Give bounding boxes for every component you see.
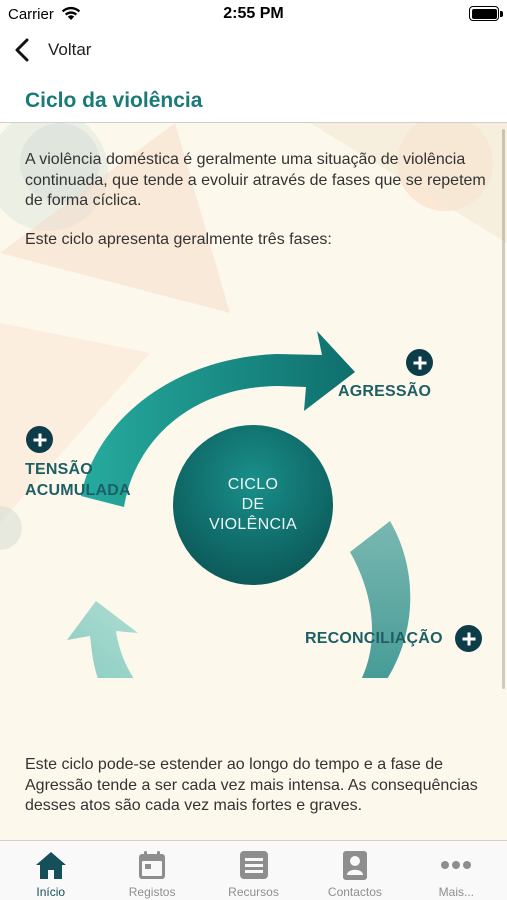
wifi-icon: [61, 6, 81, 20]
arrow-to-agressao: [81, 331, 355, 507]
status-time: 2:55 PM: [223, 5, 284, 22]
page-title: Ciclo da violência: [25, 89, 203, 112]
phase-label-acumulada[interactable]: ACUMULADA: [25, 482, 131, 499]
contact-card-icon: [342, 851, 367, 880]
back-button[interactable]: Voltar: [12, 36, 91, 64]
phase-label-agressao[interactable]: AGRESSÃO: [338, 383, 432, 400]
tab-label: Mais...: [438, 885, 474, 899]
arrow-to-tensao: [67, 601, 138, 678]
tab-mais[interactable]: Mais...: [406, 841, 507, 900]
lead-paragraph: Este ciclo apresenta geralmente três fas…: [25, 231, 332, 248]
tab-label: Contactos: [327, 885, 382, 899]
phase-label-tensao[interactable]: TENSÃO: [25, 461, 93, 478]
expand-tensao-button[interactable]: [26, 426, 53, 453]
navigation-bar: Voltar: [0, 28, 507, 72]
cycle-diagram: [67, 331, 411, 678]
center-label-line-3: VIOLÊNCIA: [208, 516, 298, 533]
tab-inicio[interactable]: Início: [0, 841, 101, 900]
tab-label: Início: [36, 885, 66, 899]
arrow-to-reconciliacao: [350, 521, 411, 678]
expand-reconciliacao-button[interactable]: [455, 625, 482, 652]
background-decoration: [0, 123, 507, 550]
back-label: Voltar: [48, 40, 92, 59]
tab-registos[interactable]: Registos: [101, 841, 202, 900]
scrollbar[interactable]: [502, 129, 505, 689]
center-label-line-2: DE: [241, 496, 265, 513]
tab-contactos[interactable]: Contactos: [304, 841, 405, 900]
status-bar: Carrier 2:55 PM: [0, 0, 507, 28]
calendar-icon: [139, 851, 166, 879]
phase-label-reconciliacao[interactable]: RECONCILIAÇÃO: [305, 630, 443, 647]
center-label-line-1: CICLO: [227, 476, 279, 493]
tab-bar: Início Registos Recursos Contactos: [0, 840, 507, 900]
battery-tip: [500, 11, 503, 17]
outro-paragraph: Este ciclo pode-se estender ao longo do …: [25, 756, 478, 814]
tab-recursos[interactable]: Recursos: [203, 841, 304, 900]
cycle-center: CICLO DE VIOLÊNCIA: [173, 425, 333, 585]
carrier-label: Carrier: [8, 6, 54, 23]
tab-label: Registos: [128, 885, 176, 899]
home-icon: [35, 852, 66, 879]
tab-label: Recursos: [228, 885, 279, 899]
more-icon: [441, 861, 472, 869]
battery-icon: [469, 6, 499, 21]
content-area[interactable]: A violência doméstica é geralmente uma s…: [0, 123, 507, 840]
chevron-left-icon: [15, 38, 29, 62]
title-bar: Ciclo da violência: [0, 72, 507, 123]
intro-paragraph: A violência doméstica é geralmente uma s…: [25, 151, 486, 209]
expand-agressao-button[interactable]: [406, 349, 433, 376]
document-icon: [239, 851, 268, 879]
